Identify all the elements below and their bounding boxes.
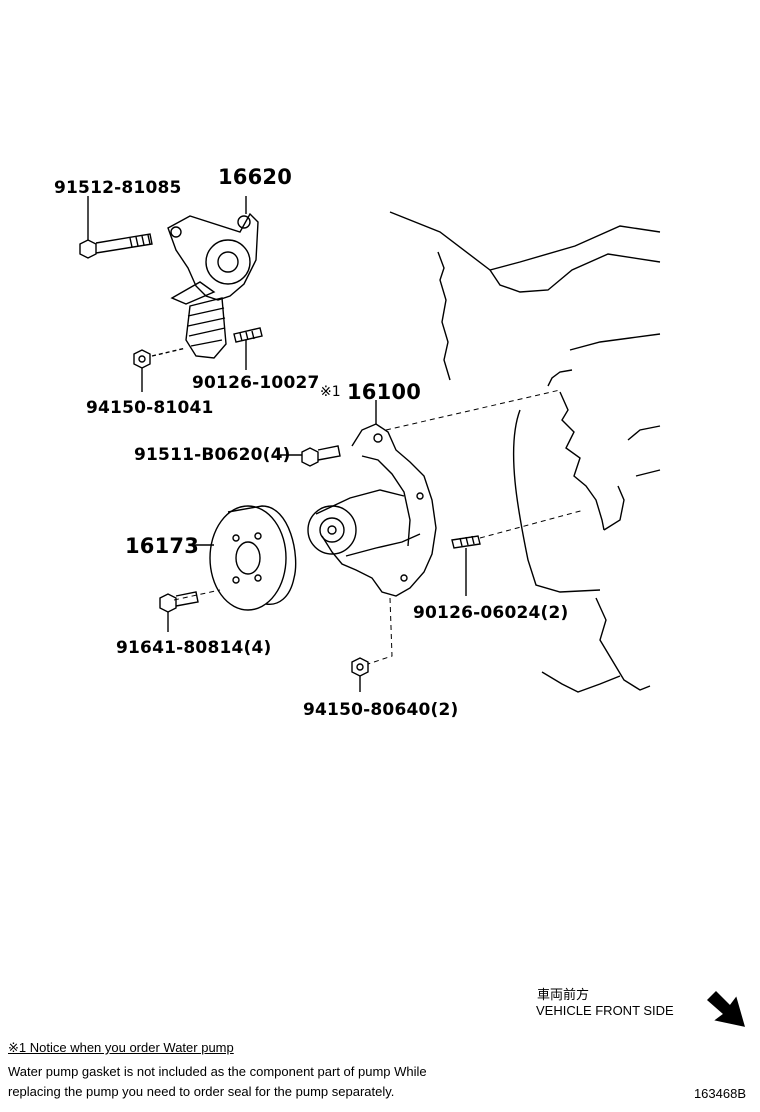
water-pump	[307, 400, 437, 597]
pump-stud	[451, 535, 481, 596]
part-label-91641-80814: 91641-80814(4)	[116, 638, 272, 658]
tensioner-nut	[133, 347, 187, 392]
vehicle-front-label-japanese: 車両前方	[537, 987, 590, 1002]
notice-title: ※1 Notice when you order Water pump	[8, 1040, 234, 1055]
tensioner-bolt	[79, 196, 153, 259]
notice-text-line1: Water pump gasket is not included as the…	[8, 1064, 427, 1079]
part-label-16620: 16620	[218, 165, 293, 189]
pulley-bolt	[159, 591, 199, 632]
vehicle-front-label: VEHICLE FRONT SIDE	[536, 1003, 674, 1018]
vehicle-front-arrow-icon	[706, 991, 745, 1027]
part-label-91511-B0620: 91511-B0620(4)	[134, 445, 291, 465]
part-label-90126-10027: 90126-10027	[192, 373, 320, 393]
part-label-94150-80640: 94150-80640(2)	[303, 700, 459, 720]
part-label-16100: 16100	[347, 380, 422, 404]
part-label-16173: 16173	[125, 534, 200, 558]
notice-text-line2: replacing the pump you need to order sea…	[8, 1084, 395, 1099]
engine-block-outline	[389, 211, 661, 693]
pump-nut	[351, 657, 369, 692]
part-label-90126-06024: 90126-06024(2)	[413, 603, 569, 623]
figure-number: 163468B	[693, 1086, 746, 1101]
tensioner-stud	[233, 327, 263, 370]
part-label-94150-81041: 94150-81041	[86, 398, 214, 418]
part-label-91512-81085: 91512-81085	[54, 178, 182, 198]
belt-tensioner	[167, 196, 259, 359]
pump-bolt	[280, 445, 341, 467]
pump-pulley	[192, 505, 297, 611]
assembly-lines	[173, 389, 585, 665]
notice-mark: ※1	[320, 384, 341, 400]
